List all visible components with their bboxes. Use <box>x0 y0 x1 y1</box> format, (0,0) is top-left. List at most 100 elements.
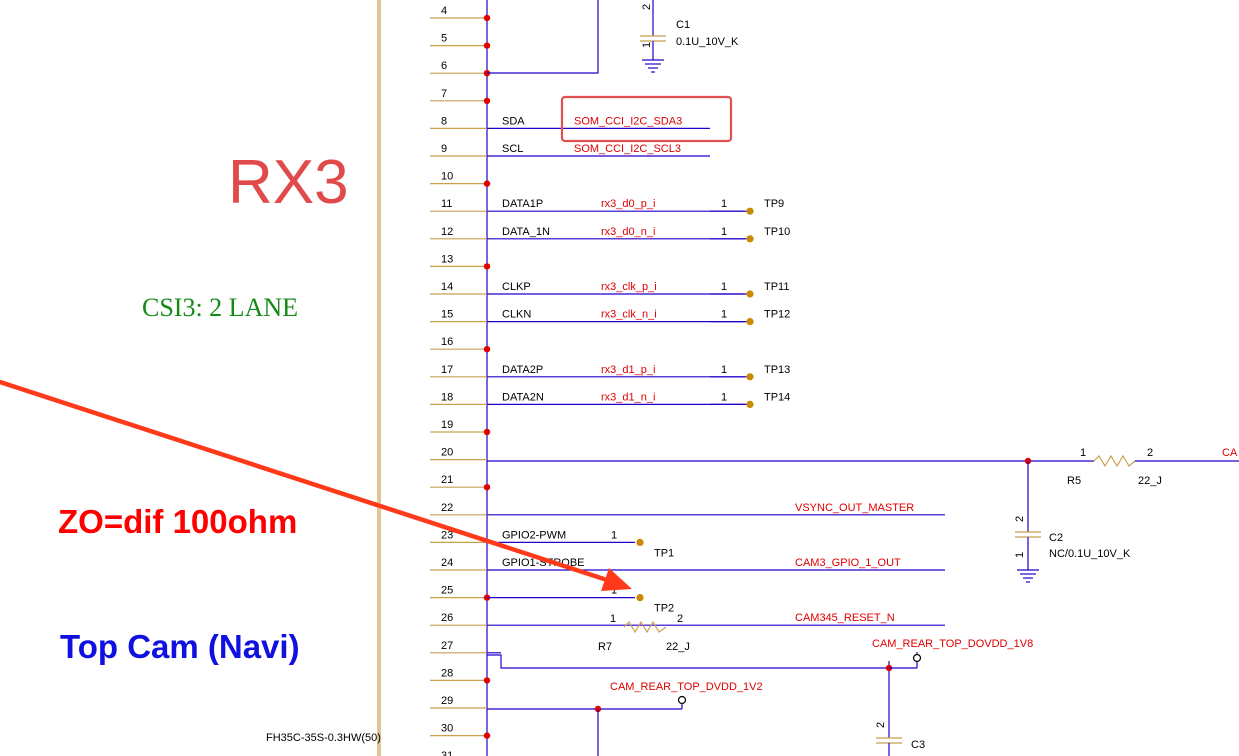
pin-number: 10 <box>441 171 453 183</box>
test-point-ref: TP13 <box>764 364 790 376</box>
pin-row-20: 20 <box>430 447 487 461</box>
r5-pin-left: 1 <box>1080 447 1086 459</box>
pin-row-6: 6 <box>430 60 491 77</box>
junction-dot <box>483 97 491 105</box>
dvdd-power-net: CAM_REAR_TOP_DVDD_1V2 <box>487 681 763 756</box>
pin-row-30: 30 <box>430 723 491 739</box>
resistor-r5: 1 2 R5 22_J CA <box>487 447 1239 487</box>
capacitor-c1: 2 1 C1 0.1U_10V_K <box>640 0 739 73</box>
c2-pin-bottom: 1 <box>1014 552 1026 558</box>
pin-number: 26 <box>441 612 453 624</box>
net-label: rx3_d1_n_i <box>601 391 655 403</box>
c1-value: 0.1U_10V_K <box>676 36 739 48</box>
net-label: rx3_clk_n_i <box>601 309 657 321</box>
r7-value: 22_J <box>666 641 690 653</box>
impedance-note: ZO=dif 100ohm <box>58 503 298 540</box>
test-point-ref: TP9 <box>764 198 784 210</box>
pin-row-16: 16 <box>430 336 491 353</box>
pin-number: 17 <box>441 364 453 376</box>
pin-number: 21 <box>441 474 453 486</box>
test-point-ref: TP11 <box>764 281 789 293</box>
r5-ref: R5 <box>1067 475 1081 487</box>
pin-name: SCL <box>502 143 523 155</box>
net-label: SOM_CCI_I2C_SCL3 <box>574 143 681 155</box>
test-point-dot <box>746 207 754 215</box>
pin-number: 22 <box>441 502 453 514</box>
pin-number: 27 <box>441 640 453 652</box>
pin-row-4: 4 <box>430 5 491 22</box>
test-point-dot <box>746 400 754 408</box>
junction-dot <box>483 180 491 187</box>
junction-dot <box>483 263 491 270</box>
junction-dot <box>483 732 491 739</box>
test-point-pin: 1 <box>721 281 727 293</box>
pin-number: 18 <box>441 391 453 403</box>
junction-dot <box>483 42 491 49</box>
capacitor-c3: 2 C3 <box>875 722 925 756</box>
pin-number: 25 <box>441 585 453 597</box>
net-label: CAM3_GPIO_1_OUT <box>795 557 901 569</box>
test-point-dot <box>636 594 644 602</box>
pin-row-28: 28 <box>430 667 491 684</box>
pin-name: CLKP <box>502 281 531 293</box>
junction-dot <box>483 428 491 436</box>
pin-number: 4 <box>441 5 447 17</box>
test-point-pin: 1 <box>721 309 727 321</box>
pin-number: 24 <box>441 557 453 569</box>
test-point-pin: 1 <box>611 585 617 597</box>
rx3-label: RX3 <box>228 148 349 217</box>
pin-number: 5 <box>441 33 447 45</box>
c3-pin-top: 2 <box>875 722 887 728</box>
pin-number: 13 <box>441 253 453 265</box>
r7-ref: R7 <box>598 641 612 653</box>
net-label: SOM_CCI_I2C_SDA3 <box>574 115 682 127</box>
test-point-pin: 1 <box>721 364 727 376</box>
c3-ref: C3 <box>911 739 925 751</box>
pin-number: 16 <box>441 336 453 348</box>
test-point-ref: TP12 <box>764 309 790 321</box>
pin-number: 6 <box>441 60 447 72</box>
pin-row-21: 21 <box>430 474 491 491</box>
junction-dot <box>483 14 491 22</box>
pin-row-22: 22 VSYNC_OUT_MASTER <box>430 502 945 516</box>
net-label: rx3_d1_p_i <box>601 364 655 376</box>
dovdd-power-net: CAM_REAR_TOP_DOVDD_1V8 <box>487 638 1033 738</box>
pin-number: 12 <box>441 226 453 238</box>
junction-dot <box>483 346 491 353</box>
test-point-dot <box>746 235 754 243</box>
test-point-dot <box>746 318 754 326</box>
test-point-ref: TP2 <box>654 603 674 615</box>
pin-name: DATA_1N <box>502 226 550 238</box>
c2-ref: C2 <box>1049 532 1063 544</box>
csi-lane-label: CSI3: 2 LANE <box>142 293 298 322</box>
sda-highlight-box <box>560 95 733 143</box>
capacitor-c2: 2 1 C2 NC/0.1U_10V_K <box>1014 461 1131 583</box>
wire-pin6 <box>487 0 599 74</box>
c1-pin-top: 2 <box>641 4 653 10</box>
pin-number: 9 <box>441 143 447 155</box>
pin-number: 19 <box>441 419 453 431</box>
pin-row-27: 27 <box>430 640 501 654</box>
test-point-dot <box>746 290 754 298</box>
pin-number: 14 <box>441 281 453 293</box>
test-point-dot <box>746 373 754 381</box>
net-label: VSYNC_OUT_MASTER <box>795 502 914 514</box>
annotation-arrow <box>0 379 632 591</box>
junction-dot <box>483 677 491 684</box>
test-point-pin: 1 <box>721 391 727 403</box>
c2-value: NC/0.1U_10V_K <box>1049 548 1131 560</box>
c1-ref: C1 <box>676 19 690 31</box>
pin-row-9: 9 SCL SOM_CCI_I2C_SCL3 <box>430 143 710 157</box>
test-point-ref: TP10 <box>764 226 790 238</box>
junction-dot <box>483 484 491 491</box>
pin-row-13: 13 <box>430 253 491 270</box>
